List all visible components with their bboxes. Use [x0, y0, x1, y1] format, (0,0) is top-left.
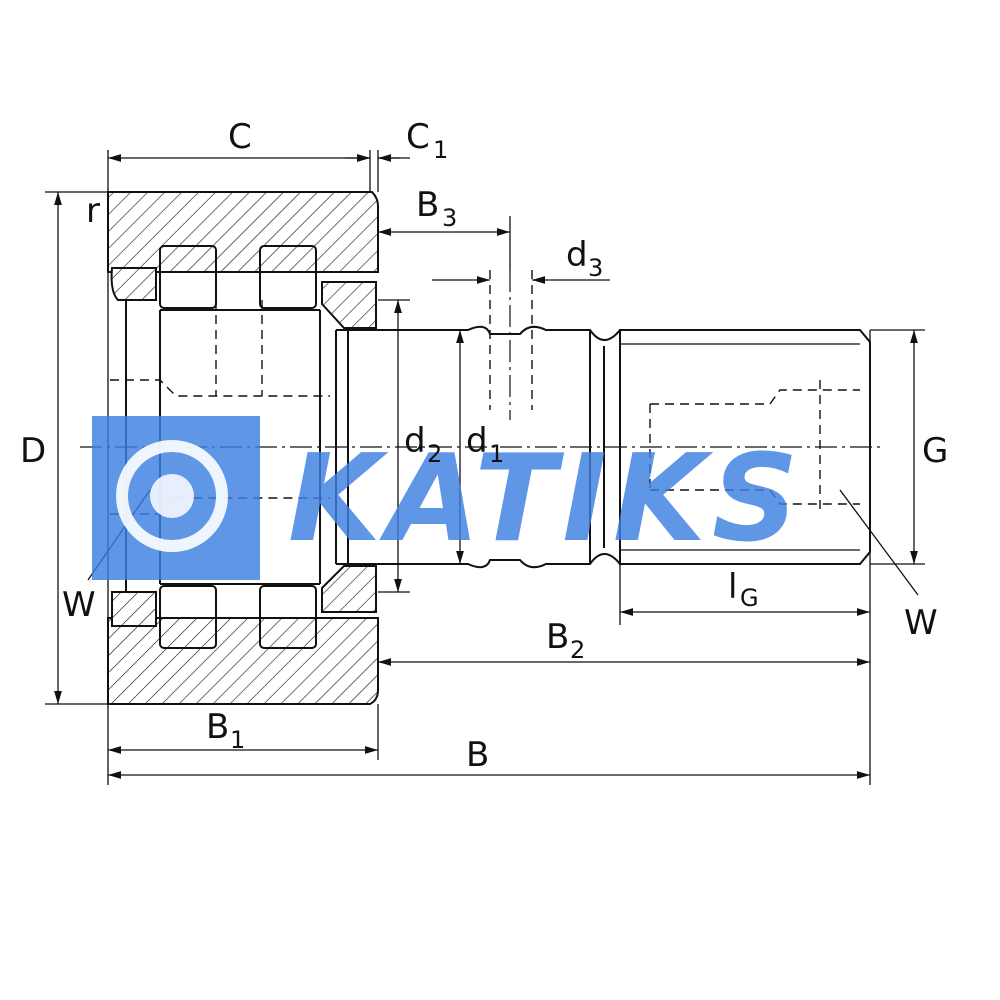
- watermark-text: KATIKS: [288, 430, 804, 569]
- logo-swirl-icon: [116, 440, 228, 552]
- label-d2: d: [404, 421, 426, 461]
- label-B1: B: [206, 707, 229, 747]
- label-lG: l: [728, 567, 737, 607]
- label-B1-sub: 1: [230, 726, 245, 754]
- label-W-right: W: [904, 603, 938, 643]
- label-C1-sub: 1: [433, 136, 448, 164]
- label-B3-sub: 3: [442, 204, 457, 232]
- label-lG-sub: G: [740, 584, 759, 612]
- label-C1: C: [406, 117, 430, 157]
- needle-rollers: [159, 245, 317, 649]
- label-B3: B: [416, 185, 439, 225]
- label-d1-sub: 1: [489, 440, 504, 468]
- label-C: C: [228, 117, 252, 157]
- label-B2: B: [546, 617, 569, 657]
- label-r: r: [86, 191, 100, 231]
- watermark: KATIKS: [92, 416, 804, 580]
- label-d3-sub: 3: [588, 254, 603, 282]
- label-d1: d: [466, 421, 488, 461]
- dimension-labels: C C 1 r B 3 d 3 D d 2 d 1 G W W l G B 2 …: [20, 117, 948, 775]
- dimension-lines: [45, 150, 925, 785]
- label-d2-sub: 2: [427, 440, 442, 468]
- seals: [110, 267, 377, 627]
- outer-ring: [107, 191, 379, 705]
- label-W-left: W: [62, 585, 96, 625]
- label-d3: d: [566, 235, 588, 275]
- label-G: G: [922, 431, 948, 471]
- label-B2-sub: 2: [570, 636, 585, 664]
- label-D: D: [20, 431, 46, 471]
- label-B: B: [466, 735, 489, 775]
